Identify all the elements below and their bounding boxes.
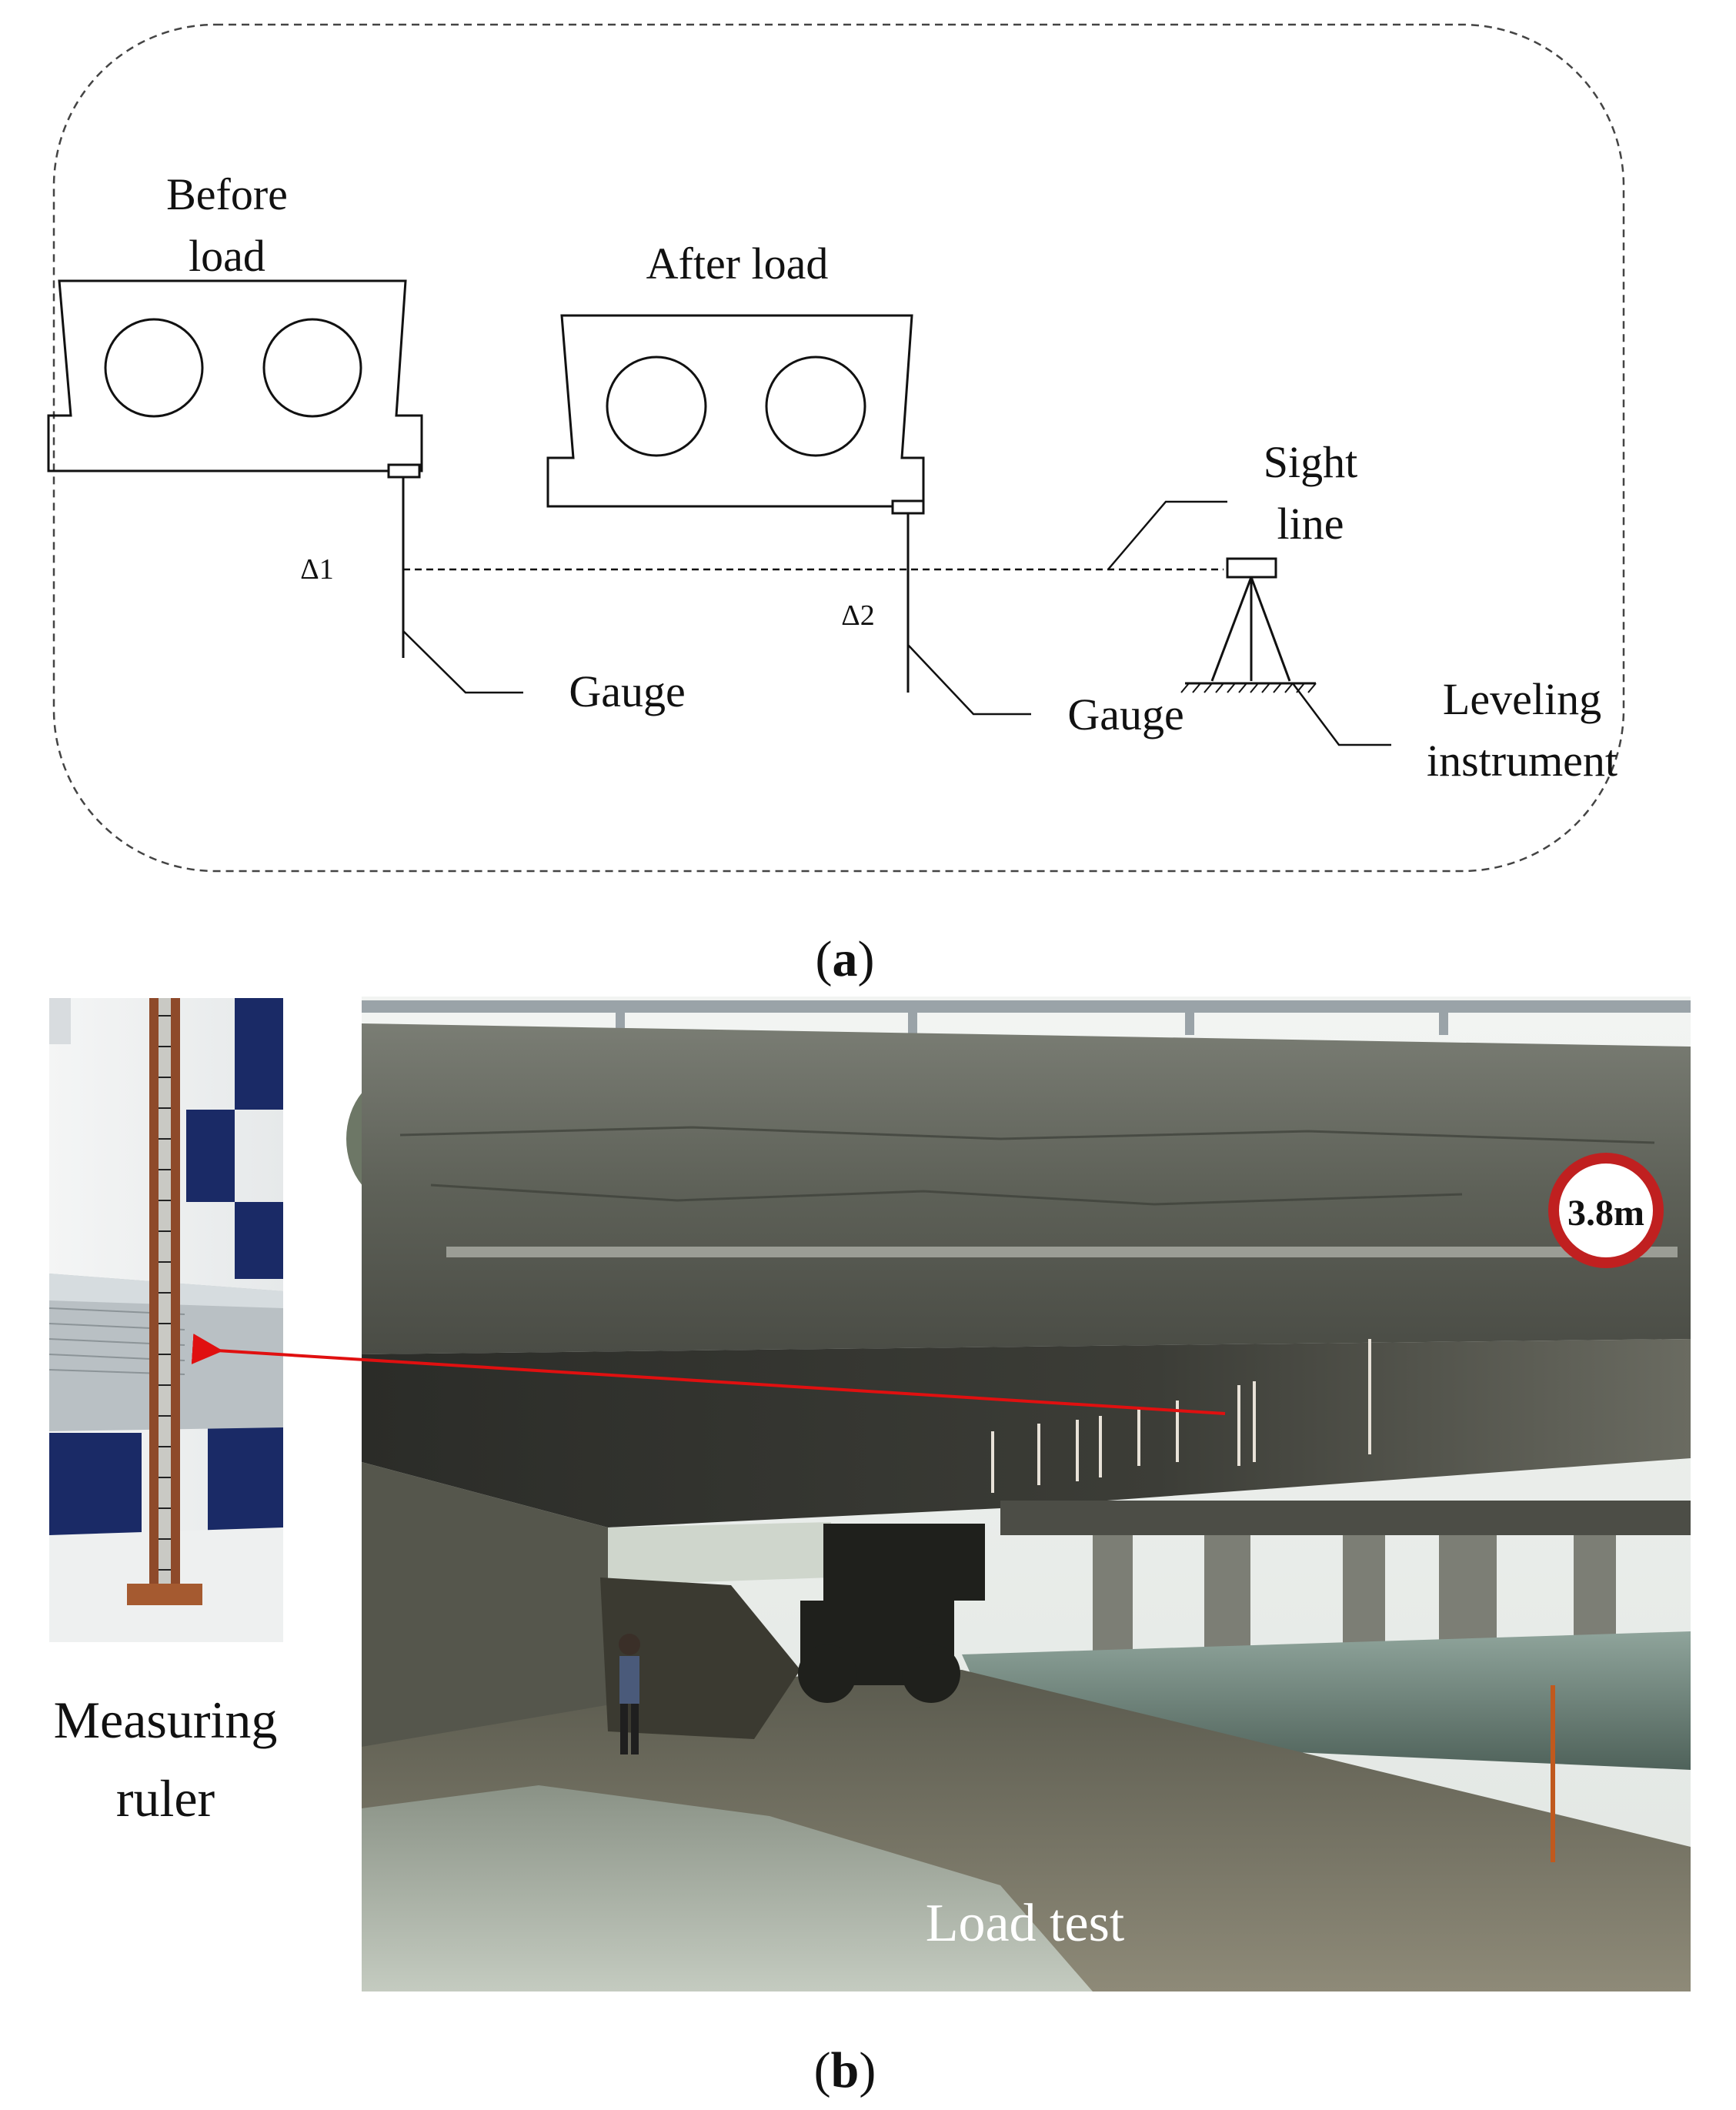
guardrail	[362, 1000, 1691, 1013]
deck-underside	[362, 1339, 1691, 1527]
before-load-label-2: load	[189, 231, 265, 281]
sight-label-1: Sight	[1264, 437, 1358, 487]
loader-silhouette	[798, 1524, 985, 1703]
pipe	[446, 1247, 1678, 1257]
gauge-mount-1	[387, 463, 421, 479]
caption-b: (b)	[814, 2042, 876, 2098]
load-test-label: Load test	[926, 1894, 1125, 1953]
ground-hatching	[1180, 683, 1317, 693]
panel-a-schematic: Before load After load Δ1 Δ2 Sight line …	[47, 23, 1625, 987]
gauge-label-2: Gauge	[1067, 689, 1183, 740]
delta-1-label: Δ1	[300, 553, 333, 586]
ruler-photo	[48, 998, 283, 1642]
hanging-rulers	[991, 1339, 1371, 1493]
gauge-leader-1	[402, 630, 523, 694]
ruler-base-plate	[127, 1584, 202, 1605]
abutment-wall	[362, 1462, 608, 1793]
foreground-grass	[362, 1785, 1093, 1991]
delta-2-label: Δ2	[841, 599, 874, 632]
caption-a-letter: a	[833, 931, 858, 987]
checker-tiles	[49, 998, 283, 1537]
leveling-label-1: Leveling	[1443, 674, 1601, 724]
caption-b-letter: b	[831, 2042, 860, 2098]
sight-label-2: line	[1277, 499, 1344, 549]
gauge-label-1: Gauge	[569, 666, 685, 716]
leveling-instrument	[1185, 557, 1316, 685]
before-load-label-1: Before	[166, 169, 288, 219]
hollow-core-right	[262, 318, 362, 418]
sight-line-leader	[1107, 500, 1227, 570]
gauge-mount-2	[891, 499, 925, 515]
girder-after-load	[546, 314, 925, 515]
bridge-deck	[362, 1023, 1691, 1354]
gauge-leader-2	[907, 644, 1031, 716]
girder-before-load	[47, 279, 423, 479]
after-load-label: After load	[646, 239, 829, 289]
measuring-ruler-label-1: Measuring	[54, 1691, 278, 1749]
height-limit-sign: 3.8m	[1548, 1153, 1664, 1268]
height-limit-text: 3.8m	[1567, 1193, 1644, 1234]
caption-a: (a)	[816, 931, 875, 987]
red-arrow	[191, 1334, 1226, 1415]
measuring-ruler-label-2: ruler	[116, 1769, 215, 1828]
bridge-photo: 3.8m	[346, 997, 1691, 1991]
worker	[619, 1634, 640, 1754]
hollow-core-left-2	[606, 356, 707, 457]
leveling-label-2: instrument	[1427, 736, 1617, 786]
hollow-core-left	[104, 318, 204, 418]
leveling-leader	[1292, 683, 1391, 746]
hollow-core-right-2	[765, 356, 866, 457]
